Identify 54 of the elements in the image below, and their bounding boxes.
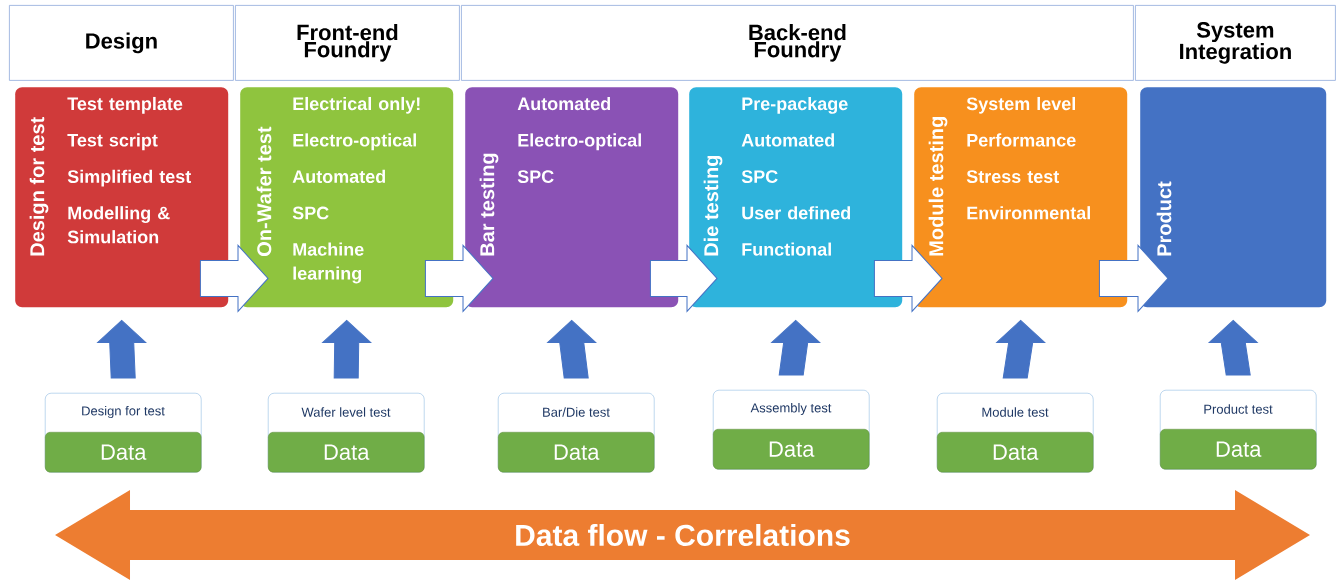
header-cell: Back-end Foundry — [461, 5, 1134, 81]
vertical-title: On-Wafer test — [256, 126, 272, 256]
data-bar: Data — [937, 432, 1094, 473]
bullet-text: Machine learning — [293, 242, 364, 284]
data-bar: Data — [1160, 429, 1317, 470]
header-cell: System Integration — [1135, 5, 1336, 81]
bullet-text: User defined — [742, 206, 851, 220]
vertical-title: Design for test — [29, 117, 49, 256]
bullet-text: Test template — [67, 96, 183, 114]
bullet-text: Pre-package — [742, 96, 848, 114]
card-title: Bar/Die test — [543, 407, 610, 417]
data-bar: Data — [498, 432, 655, 473]
data-bar: Data — [713, 429, 870, 470]
data-bar: Data — [268, 432, 425, 473]
bullet-text: Performance — [967, 133, 1076, 147]
block-arrow — [322, 319, 372, 379]
card-title: Assembly test — [750, 402, 832, 416]
bullet-text: Test script — [67, 133, 158, 151]
header-cell: Design — [9, 5, 234, 81]
bullet-text: SPC — [517, 170, 554, 183]
card-title: Module test — [982, 407, 1049, 417]
card-title: Wafer level test — [301, 407, 391, 417]
bullet-text: SPC — [741, 170, 778, 183]
bullet-text: Electro-optical — [518, 133, 641, 151]
bullet-text: Electro-optical — [293, 133, 416, 151]
block-arrow — [996, 319, 1046, 379]
vertical-title: Die testing — [703, 155, 723, 256]
block-arrow — [97, 319, 147, 379]
vertical-title: Product — [1156, 181, 1172, 256]
block-arrow — [199, 244, 269, 312]
vertical-title: Module testing — [928, 117, 948, 256]
block-arrow — [547, 319, 597, 379]
data-bar: Data — [45, 432, 202, 473]
bullet-text: Automated — [517, 96, 610, 111]
bullet-text: Automated — [292, 169, 385, 183]
bullet-text: System level — [966, 96, 1075, 114]
bullet-text: SPC — [292, 206, 329, 220]
card-title: Product test — [1204, 404, 1273, 414]
card-title: Design for test — [82, 405, 165, 419]
bullet-text: Environmental — [967, 206, 1090, 220]
bullet-text: Modelling & Simulation — [67, 206, 170, 244]
bullet-text: Functional — [742, 242, 831, 256]
block-arrow — [771, 319, 821, 376]
header-cell: Front-end Foundry — [235, 5, 460, 81]
block-arrow — [424, 244, 494, 312]
block-arrow — [873, 244, 943, 312]
block-arrow — [1098, 244, 1169, 312]
block-arrow — [649, 244, 718, 312]
bullet-text: Automated — [741, 133, 834, 147]
block-arrow — [1208, 319, 1258, 376]
bullet-text: Electrical only! — [293, 96, 420, 114]
vertical-title: Bar testing — [479, 153, 499, 256]
bullet-text: Simplified test — [67, 169, 191, 187]
bullet-text: Stress test — [966, 170, 1059, 183]
